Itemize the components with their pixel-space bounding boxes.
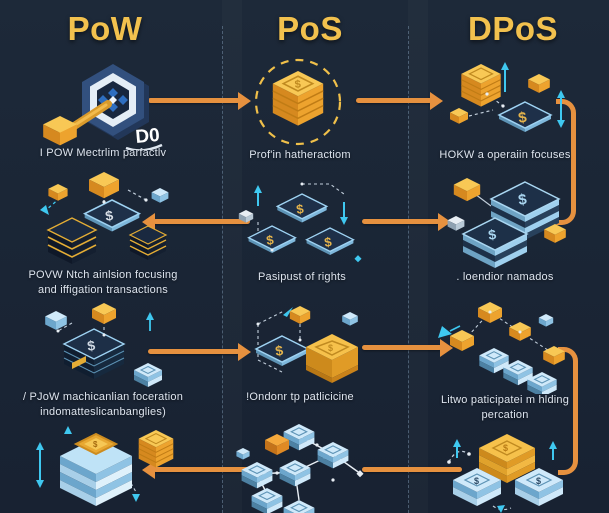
layer-stack-b: $ — [461, 217, 529, 268]
arrow-pow-to-pos-row3 — [148, 349, 240, 354]
column-header-pow: PoW — [67, 10, 143, 47]
arrow-pos-to-dpos-row2 — [362, 219, 440, 224]
dollar-glyph: $ — [93, 440, 98, 449]
caption-pow-row1: I POW Mectrlim parfactlv — [39, 147, 167, 159]
dollar-glyph: $ — [517, 191, 528, 209]
dollar-platform-gold-block-icon: $ $ — [255, 306, 358, 383]
dollar-glyph: $ — [294, 79, 301, 91]
gold-stacks-dollar-platform-icon: $ — [450, 62, 565, 133]
gold-block: $ — [306, 334, 358, 383]
caption-pow-row2-line2: and iffigation transactions — [38, 284, 168, 296]
dollar-glyph: $ — [265, 232, 275, 248]
column-header-pos: PoS — [277, 10, 343, 47]
dollar-glyph: $ — [274, 342, 284, 359]
dollar-glyph: $ — [323, 234, 333, 250]
connector-dpos-row3-to-row4 — [558, 347, 578, 475]
gold-stack-dashed-circle-icon: $ — [254, 58, 342, 146]
badge-text: D0 — [135, 125, 161, 148]
hex-badge-pickaxe-icon: D0 — [43, 64, 163, 150]
blue-stack-gold-coin-icon: $ — [36, 426, 174, 506]
network-tiles-orange-cube-icon — [236, 423, 364, 513]
blue-stack-tile-right: $ — [515, 468, 563, 506]
dark-stack-dollar-cubes-icon: $ — [45, 303, 163, 388]
caption-pow-row3-line1: / PJoW machicanlian foceration — [22, 391, 184, 403]
dollar-glyph: $ — [503, 443, 508, 453]
arrow-pos-to-dpos-row3 — [362, 345, 442, 350]
dollar-glyph: $ — [517, 109, 528, 127]
dollar-glyph: $ — [86, 337, 96, 354]
dollar-glyph: $ — [536, 476, 541, 486]
column-band — [408, 0, 428, 513]
dollar-glyph: $ — [487, 226, 497, 243]
dollar-glyph: $ — [104, 207, 114, 224]
gold-cubes-blue-tiles-icon — [438, 302, 565, 394]
gold-blue-dollar-stack-tiles-icon: $ $ $ — [447, 434, 563, 513]
gold-stack-tile: $ — [479, 434, 535, 483]
blue-stack-tile-left: $ — [453, 468, 501, 506]
layered-dollar-stacks-icon: $ $ — [447, 178, 566, 268]
caption-pow-row3-line2: indomatteslicanbanglies) — [40, 406, 166, 418]
dollar-glyph: $ — [295, 201, 305, 217]
line-dpos-to-pos-row4 — [362, 467, 462, 472]
connector-dpos-row1-to-row2 — [556, 99, 576, 225]
cubes-dollar-platform-stacks-icon: $ — [40, 172, 169, 264]
three-dollar-platforms-icon: $ $ $ — [238, 182, 362, 263]
column-header-dpos: DPoS — [467, 10, 559, 47]
caption-dpos-row1: HOKW a operaiin focuses — [439, 149, 571, 161]
arrow-pow-to-pos-row1 — [148, 98, 240, 103]
caption-dpos-row3-line1: Litwo paticipatei m hlding — [440, 394, 570, 406]
column-divider-2 — [408, 26, 409, 513]
arrow-pos-to-pow-row2 — [153, 219, 250, 224]
dollar-glyph: $ — [474, 476, 479, 486]
caption-pow-row2-line1: POVW Ntch ainlsion focusing — [28, 269, 178, 281]
caption-dpos-row3-line2: percation — [481, 409, 529, 421]
caption-dpos-row2: . loendior namados — [456, 271, 554, 283]
arrow-pos-to-dpos-row1 — [356, 98, 432, 103]
column-divider-1 — [222, 26, 223, 513]
dark-dollar-stack: $ — [62, 328, 126, 379]
arrow-pos-to-pow-row4 — [153, 467, 250, 472]
caption-pos-row1: Prof'in hatheractiom — [249, 149, 351, 161]
caption-pos-row3: !Ondonr tp patlicicine — [246, 391, 354, 403]
caption-pos-row2: Pasipust of rights — [258, 271, 346, 283]
blue-layer-stack: $ — [60, 432, 132, 506]
dollar-glyph: $ — [328, 343, 333, 353]
